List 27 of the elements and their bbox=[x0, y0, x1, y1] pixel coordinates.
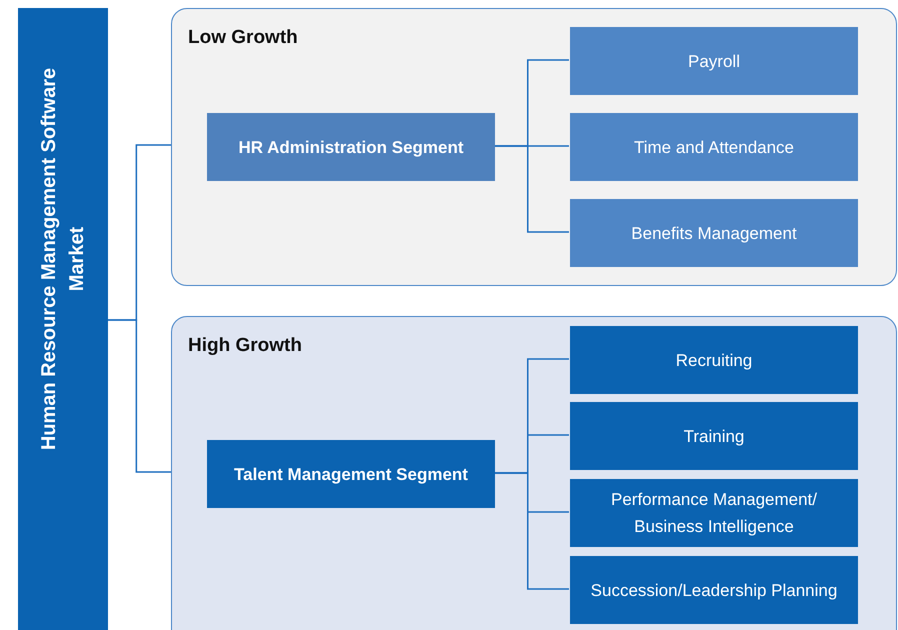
category-box bbox=[570, 479, 858, 547]
vertical-title: Human Resource Management Software Market bbox=[37, 66, 89, 452]
title-bar bbox=[18, 8, 108, 630]
category-box bbox=[570, 556, 858, 624]
group-heading: High Growth bbox=[188, 335, 302, 357]
box-label: Recruiting bbox=[676, 350, 752, 372]
box-label: Training bbox=[684, 426, 744, 448]
box-label: Succession/Leadership Planning bbox=[590, 580, 838, 602]
box-label: HR Administration Segment bbox=[238, 136, 464, 159]
category-box bbox=[570, 402, 858, 470]
segment-box bbox=[207, 440, 495, 508]
category-box bbox=[570, 326, 858, 394]
box-label: Talent Management Segment bbox=[234, 464, 468, 486]
group-panel bbox=[171, 316, 897, 630]
category-box bbox=[570, 199, 858, 267]
box-label: Performance Management/ Business Intelligence bbox=[610, 489, 818, 538]
connector-line bbox=[108, 319, 171, 473]
category-box bbox=[570, 27, 858, 95]
group-heading: Low Growth bbox=[188, 27, 298, 49]
box-label: Time and Attendance bbox=[634, 136, 794, 158]
group-panel bbox=[171, 8, 897, 286]
box-label: Benefits Management bbox=[631, 222, 797, 244]
connector-line bbox=[494, 145, 569, 233]
connector-line bbox=[494, 472, 569, 590]
category-box bbox=[570, 113, 858, 181]
segment-box bbox=[207, 113, 495, 181]
box-label: Payroll bbox=[688, 50, 740, 72]
